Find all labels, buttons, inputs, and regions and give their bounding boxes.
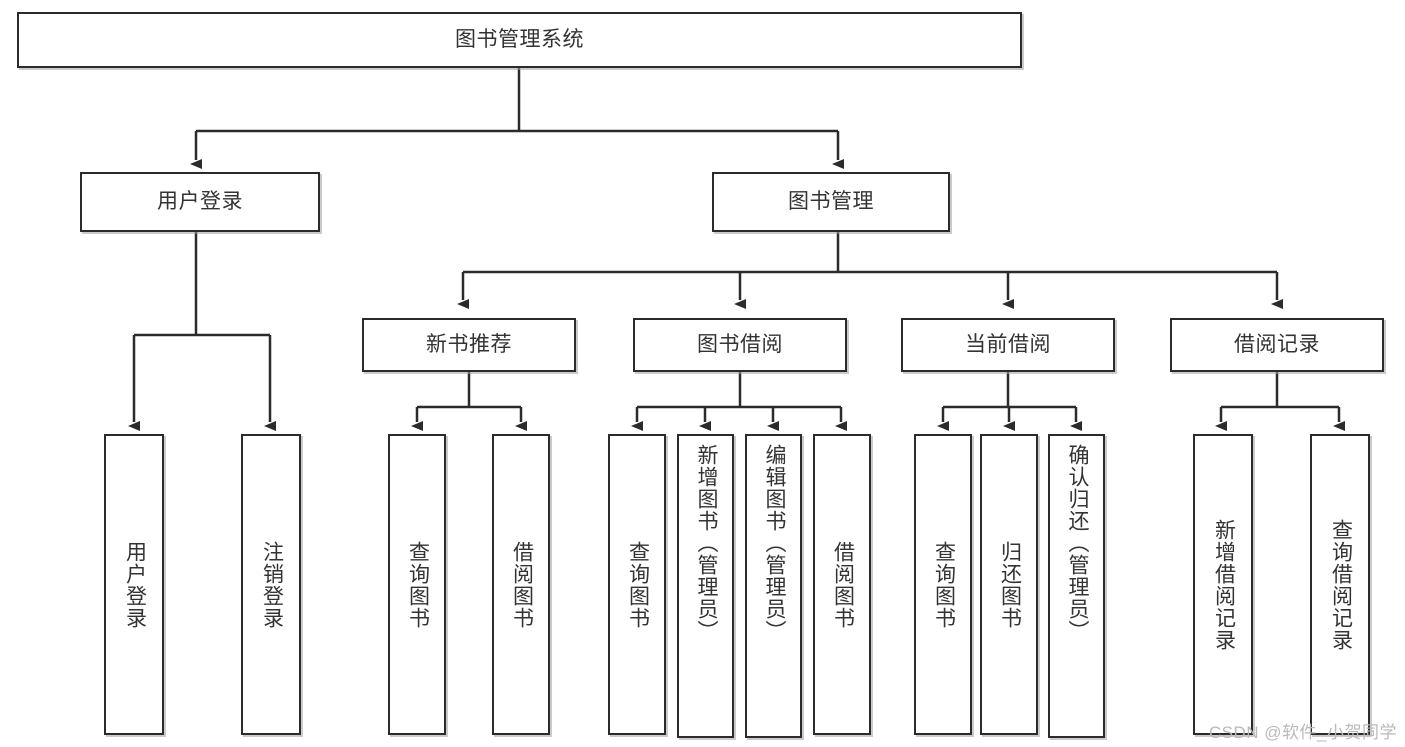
leaf-current-return[interactable]: 归还图书 [980, 434, 1038, 735]
leaf-record-query[interactable]: 查询借阅记录 [1310, 434, 1370, 735]
node-book-borrow-label: 图书借阅 [697, 333, 783, 357]
leaf-user-login-label: 用户登录 [123, 540, 147, 629]
leaf-borrow-query[interactable]: 查询图书 [608, 434, 666, 735]
leaf-rec-borrow[interactable]: 借阅图书 [492, 434, 550, 735]
node-new-book-rec-label: 新书推荐 [426, 333, 512, 357]
leaf-current-confirm-label: 确认归还（管理员） [1065, 444, 1089, 642]
leaf-rec-query[interactable]: 查询图书 [388, 434, 446, 735]
leaf-borrow-add-label: 新增图书（管理员） [694, 444, 718, 642]
node-root[interactable]: 图书管理系统 [17, 12, 1022, 68]
watermark: CSDN @软件_小贺同学 [1208, 723, 1397, 742]
leaf-current-return-label: 归还图书 [998, 540, 1022, 629]
node-borrow-record-label: 借阅记录 [1234, 333, 1320, 357]
leaf-user-logout[interactable]: 注销登录 [241, 434, 301, 735]
leaf-user-logout-label: 注销登录 [260, 540, 284, 629]
node-book-manage-label: 图书管理 [788, 190, 874, 214]
node-user-login-label: 用户登录 [157, 190, 243, 214]
leaf-borrow-edit[interactable]: 编辑图书（管理员） [745, 434, 802, 738]
leaf-borrow-lend-label: 借阅图书 [831, 540, 855, 629]
leaf-current-query[interactable]: 查询图书 [914, 434, 972, 735]
node-book-manage[interactable]: 图书管理 [712, 172, 950, 232]
leaf-borrow-add[interactable]: 新增图书（管理员） [677, 434, 734, 738]
leaf-record-add-label: 新增借阅记录 [1212, 518, 1236, 651]
node-borrow-record[interactable]: 借阅记录 [1170, 318, 1384, 372]
node-book-borrow[interactable]: 图书借阅 [633, 318, 847, 372]
node-new-book-rec[interactable]: 新书推荐 [362, 318, 576, 372]
leaf-record-add[interactable]: 新增借阅记录 [1193, 434, 1253, 735]
leaf-rec-borrow-label: 借阅图书 [510, 540, 534, 629]
leaf-current-confirm[interactable]: 确认归还（管理员） [1048, 434, 1105, 738]
node-user-login[interactable]: 用户登录 [80, 172, 320, 232]
node-current-borrow-label: 当前借阅 [965, 333, 1051, 357]
leaf-record-query-label: 查询借阅记录 [1329, 518, 1353, 651]
node-current-borrow[interactable]: 当前借阅 [901, 318, 1115, 372]
node-root-label: 图书管理系统 [455, 28, 584, 52]
leaf-rec-query-label: 查询图书 [406, 540, 430, 629]
leaf-borrow-lend[interactable]: 借阅图书 [813, 434, 871, 735]
leaf-user-login[interactable]: 用户登录 [104, 434, 164, 735]
leaf-borrow-edit-label: 编辑图书（管理员） [762, 444, 786, 642]
leaf-borrow-query-label: 查询图书 [626, 540, 650, 629]
leaf-current-query-label: 查询图书 [932, 540, 956, 629]
